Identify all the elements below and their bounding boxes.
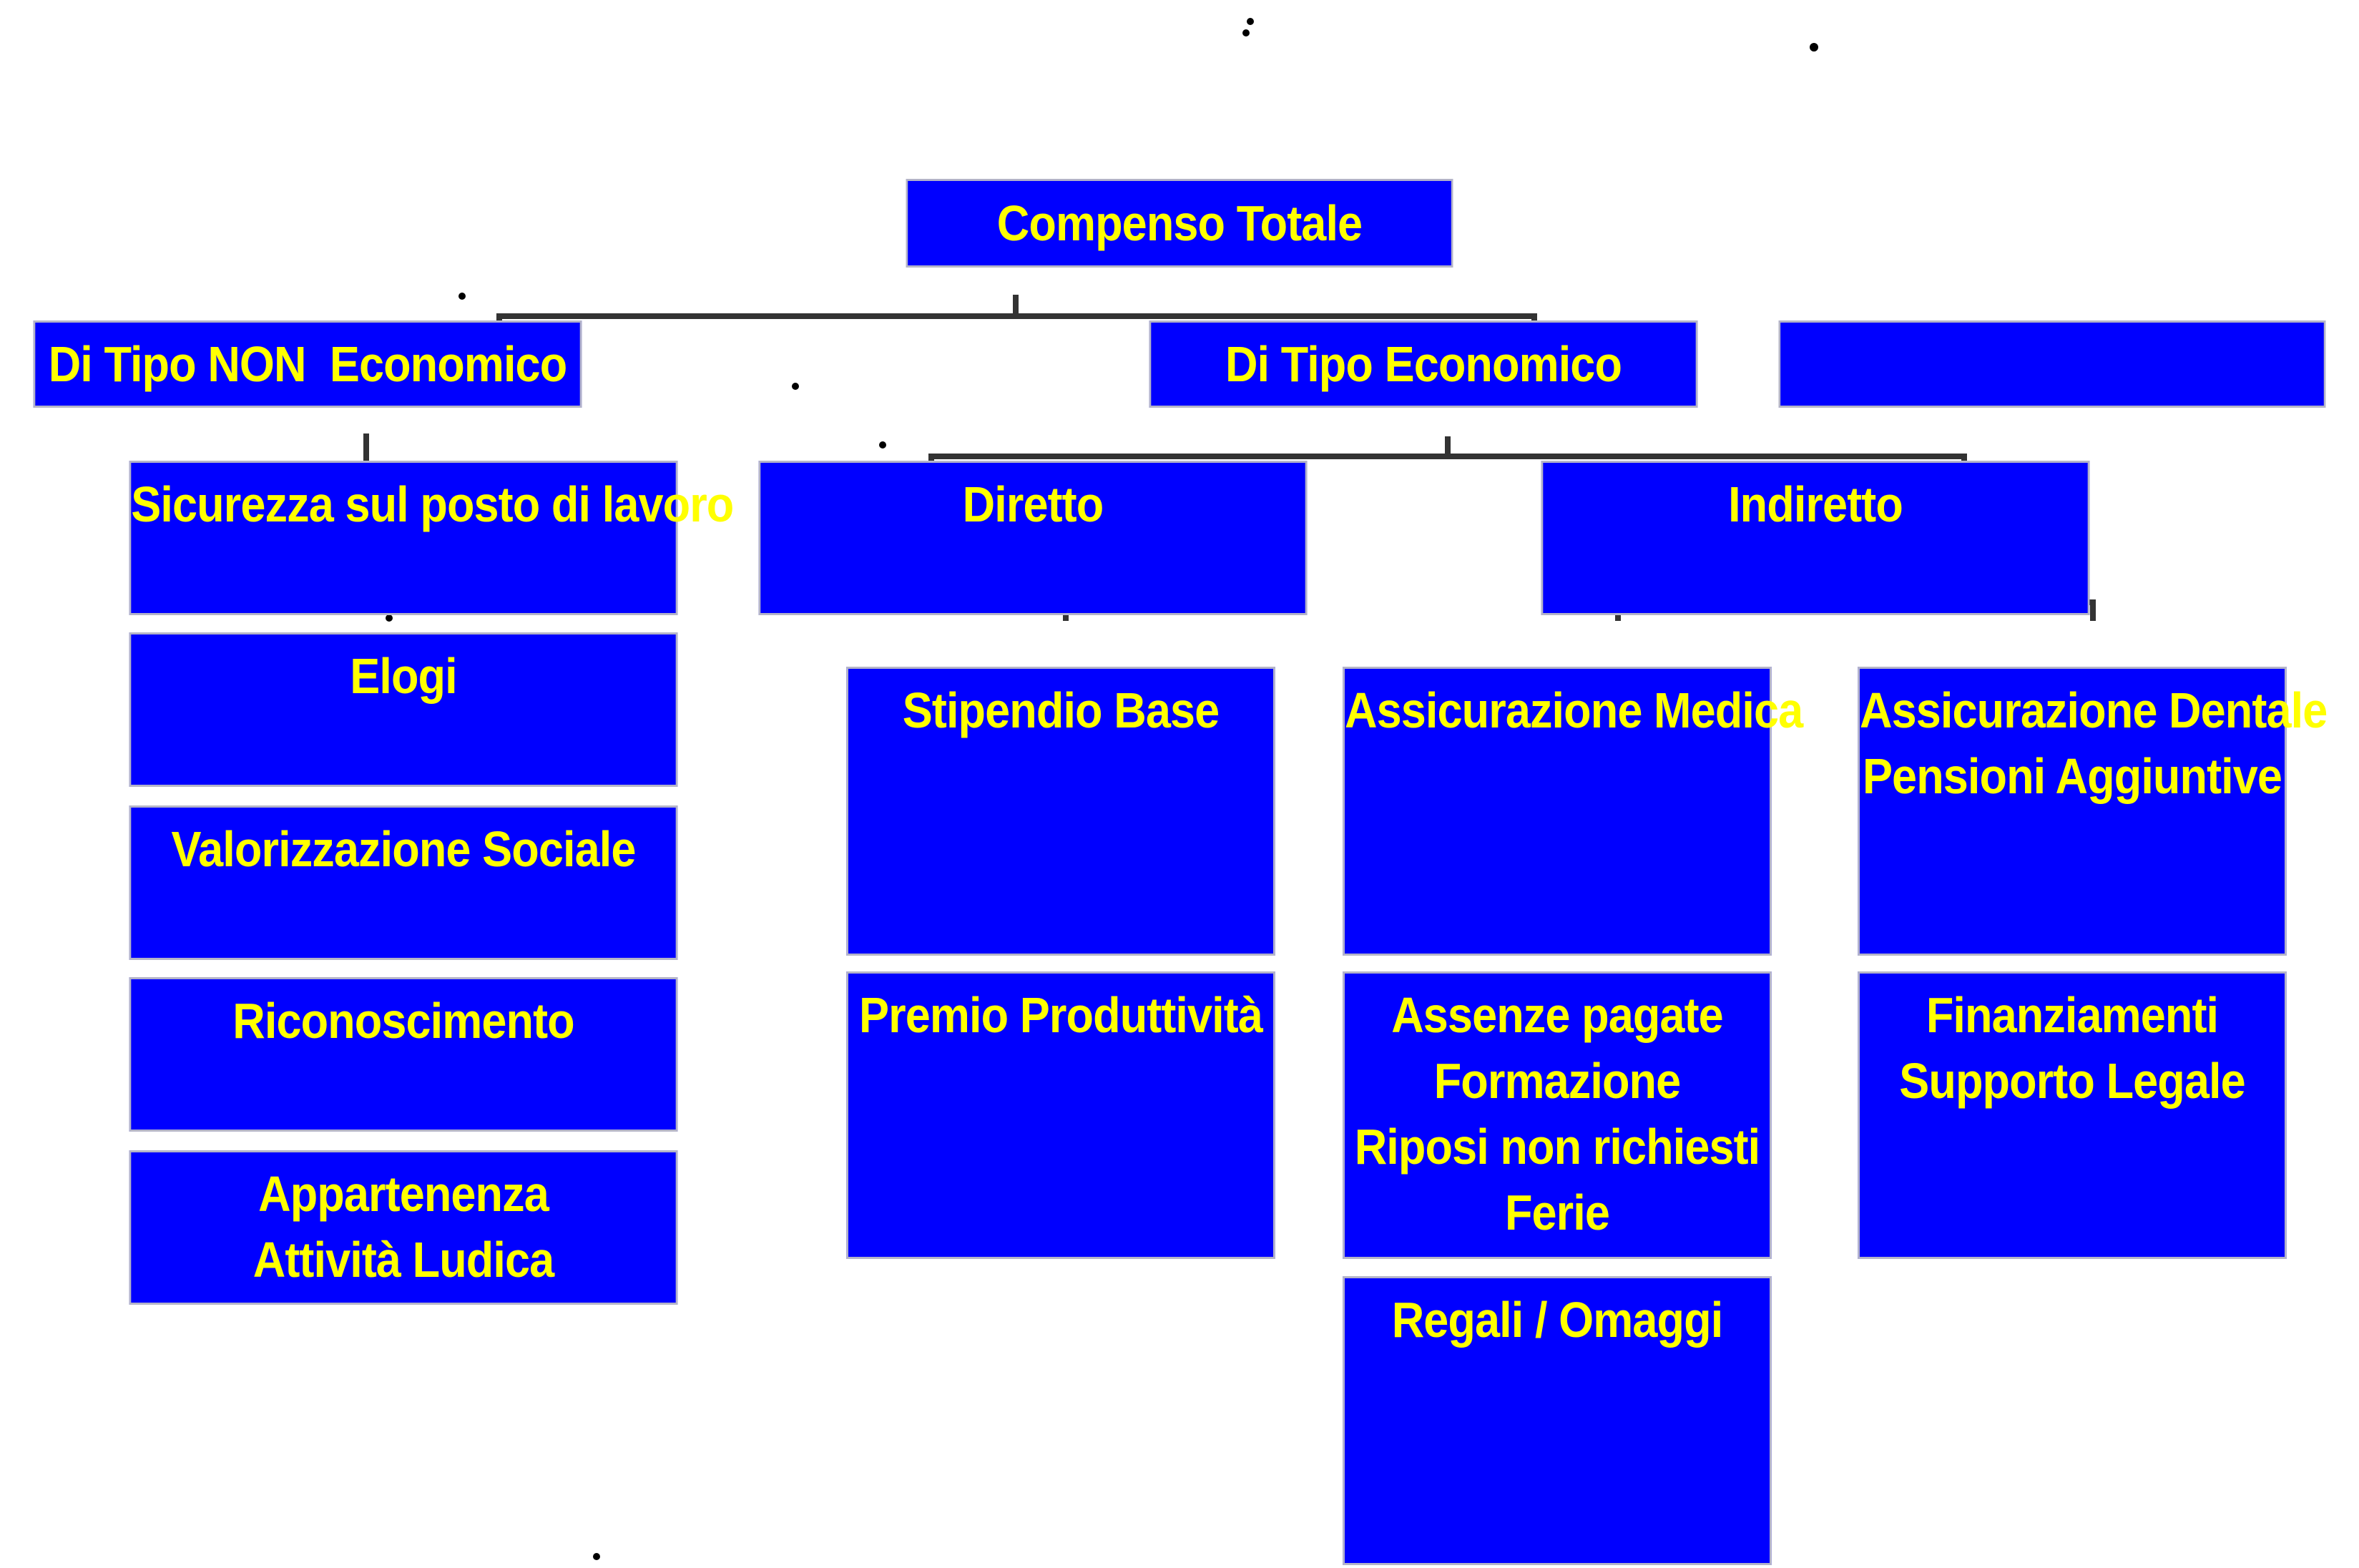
diretto-item: Premio Produttività xyxy=(846,971,1275,1259)
item-line: Valorizzazione Sociale xyxy=(171,821,637,877)
item-line: Supporto Legale xyxy=(1899,1053,2245,1109)
type-diretto-label: Diretto xyxy=(962,476,1104,532)
non-economico-item: Valorizzazione Sociale xyxy=(129,805,678,960)
root-node: Compenso Totale xyxy=(906,179,1453,268)
category-non-economico-label: Di Tipo NON Economico xyxy=(48,336,567,392)
item-line: Attività Ludica xyxy=(252,1232,554,1288)
item-line: Appartenenza xyxy=(258,1166,549,1222)
indiretto-item: Regali / Omaggi xyxy=(1343,1276,1772,1565)
root-label: Compenso Totale xyxy=(996,195,1363,251)
item-line: Premio Produttività xyxy=(859,987,1263,1043)
item-line: Riconoscimento xyxy=(232,993,574,1049)
diretto-item: Stipendio Base xyxy=(846,667,1275,956)
item-line: Regali / Omaggi xyxy=(1391,1292,1723,1348)
indiretto-item: Finanziamenti Supporto Legale xyxy=(1858,971,2287,1259)
category-economico: Di Tipo Economico xyxy=(1149,320,1698,408)
item-line: Assicurazione Dentale xyxy=(1860,682,2328,738)
category-economico-label: Di Tipo Economico xyxy=(1225,336,1622,392)
type-indiretto: Indiretto xyxy=(1541,461,2090,615)
item-line: Ferie xyxy=(1504,1185,1610,1240)
item-line: Elogi xyxy=(350,648,457,704)
indiretto-item: Assicurazione Dentale Pensioni Aggiuntiv… xyxy=(1858,667,2328,956)
indiretto-item: Assenze pagate Formazione Riposi non ric… xyxy=(1343,971,1772,1259)
type-indiretto-label: Indiretto xyxy=(1728,476,1903,532)
non-economico-item: Sicurezza sul posto di lavoro xyxy=(129,461,734,615)
indiretto-item: Assicurazione Medica xyxy=(1343,667,1803,956)
type-diretto: Diretto xyxy=(758,461,1308,615)
non-economico-item: Riconoscimento xyxy=(129,977,678,1132)
category-non-economico: Di Tipo NON Economico xyxy=(33,320,582,408)
non-economico-item: Elogi xyxy=(129,632,678,787)
item-line: Riposi non richiesti xyxy=(1354,1119,1760,1175)
item-line: Pensioni Aggiuntive xyxy=(1862,748,2282,804)
item-line: Finanziamenti xyxy=(1926,987,2219,1043)
category-empty xyxy=(1778,320,2326,408)
item-line: Assicurazione Medica xyxy=(1345,682,1803,738)
non-economico-item: Appartenenza Attività Ludica xyxy=(129,1150,678,1305)
item-line: Formazione xyxy=(1433,1053,1681,1109)
item-line: Sicurezza sul posto di lavoro xyxy=(131,476,734,532)
item-line: Assenze pagate xyxy=(1391,987,1723,1043)
item-line: Stipendio Base xyxy=(902,682,1220,738)
